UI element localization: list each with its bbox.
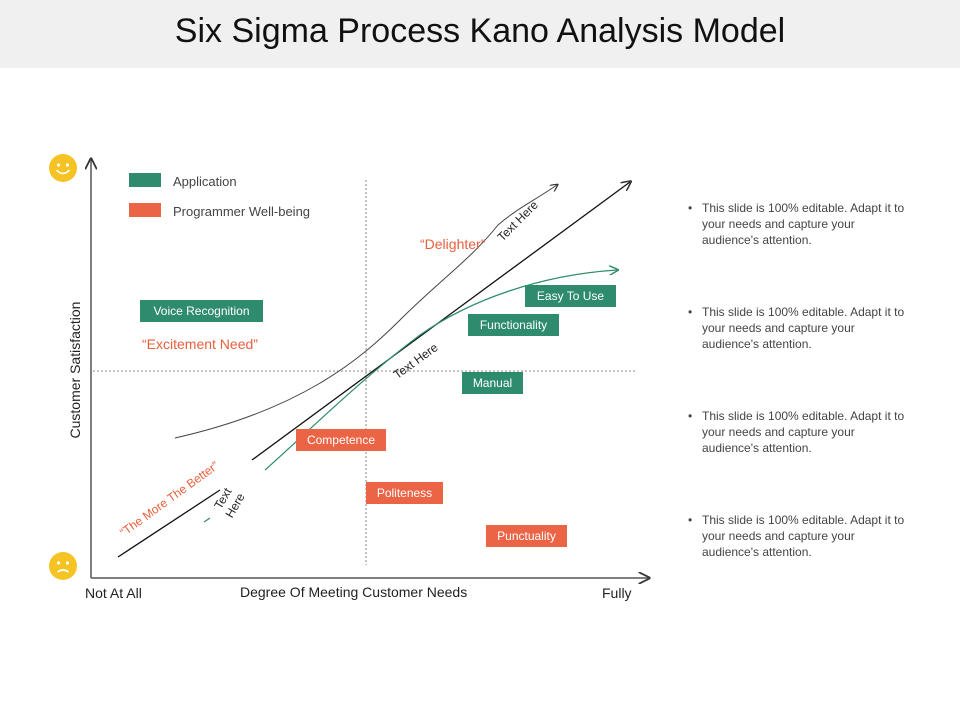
box-voice-recognition: Voice Recognition	[140, 300, 263, 322]
legend-swatch-programmer	[129, 203, 161, 217]
box-competence: Competence	[296, 429, 386, 451]
box-functionality: Functionality	[468, 314, 559, 336]
bullet-dot: •	[688, 201, 693, 215]
bullet-text: This slide is 100% editable. Adapt it to…	[702, 513, 905, 559]
box-politeness: Politeness	[366, 482, 443, 504]
box-manual: Manual	[462, 372, 523, 394]
bullet-text: This slide is 100% editable. Adapt it to…	[702, 201, 905, 247]
bullet-item-1: • This slide is 100% editable. Adapt it …	[688, 200, 913, 248]
excitement-need-label: “Excitement Need”	[142, 336, 258, 352]
bullet-item-2: • This slide is 100% editable. Adapt it …	[688, 304, 913, 352]
y-axis-label: Customer Satisfaction	[67, 301, 83, 439]
box-easy-to-use: Easy To Use	[525, 285, 616, 307]
legend-swatch-application	[129, 173, 161, 187]
x-axis-end-label: Fully	[602, 585, 632, 601]
x-axis-label: Degree Of Meeting Customer Needs	[240, 584, 468, 600]
x-axis-start-label: Not At All	[85, 585, 142, 601]
performance-line-lower	[117, 489, 221, 558]
bullet-dot: •	[688, 409, 693, 423]
bullet-dot: •	[688, 513, 693, 527]
bullet-text: This slide is 100% editable. Adapt it to…	[702, 305, 905, 351]
delighter-label: “Delighter”	[420, 236, 486, 252]
delighter-curve	[174, 185, 557, 439]
page-title: Six Sigma Process Kano Analysis Model	[174, 12, 786, 50]
legend-label-programmer: Programmer Well-being	[173, 204, 311, 219]
happy-smiley-icon	[49, 154, 77, 182]
bullet-dot: •	[688, 305, 693, 319]
box-punctuality: Punctuality	[486, 525, 567, 547]
title-bar	[0, 0, 960, 68]
bullet-item-4: • This slide is 100% editable. Adapt it …	[688, 512, 913, 560]
bullet-text: This slide is 100% editable. Adapt it to…	[702, 409, 905, 455]
sad-smiley-icon	[49, 552, 77, 580]
bullet-item-3: • This slide is 100% editable. Adapt it …	[688, 408, 913, 456]
legend-label-application: Application	[173, 174, 237, 189]
